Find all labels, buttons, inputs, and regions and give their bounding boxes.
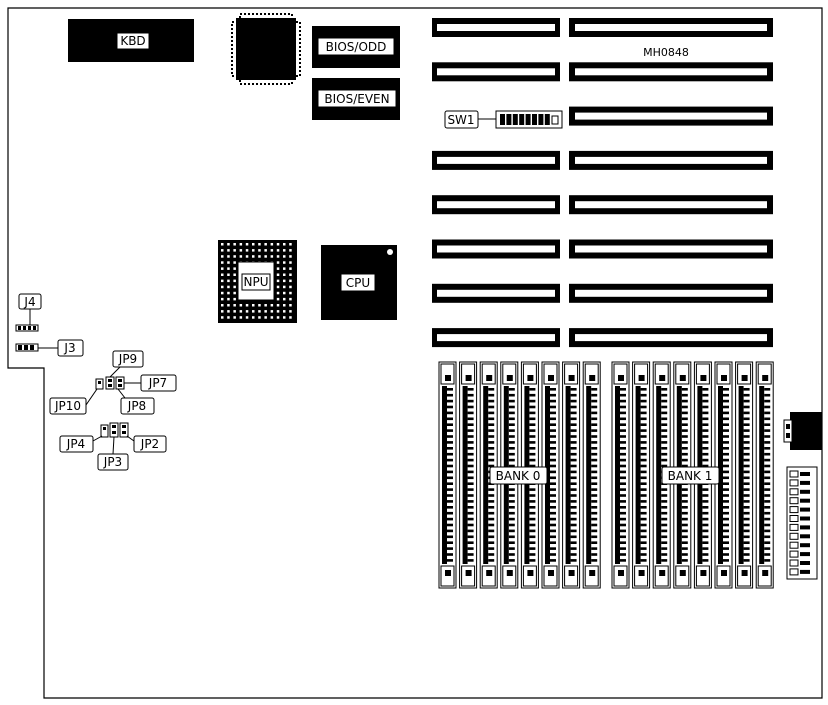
bios-odd-chip: BIOS/ODD — [312, 26, 400, 68]
sw1-switch — [525, 114, 531, 125]
jp10-label: JP10 — [54, 399, 81, 413]
jumper-group-lower: JP4 JP2 JP3 — [59, 422, 167, 471]
simm-socket — [582, 361, 601, 589]
simm-socket — [755, 361, 774, 589]
sw1-switch — [538, 114, 544, 125]
chipset-plcc — [231, 13, 301, 85]
j4-label: J4 — [23, 295, 35, 309]
keyboard-din-connector — [783, 412, 822, 450]
sw1-switch — [500, 114, 505, 125]
bank1-label: BANK 1 — [668, 469, 713, 483]
sw1-switch — [519, 114, 525, 125]
expansion-slots — [432, 18, 773, 348]
jp3-label: JP3 — [103, 455, 122, 469]
simm-socket — [632, 361, 651, 589]
bios-even-label: BIOS/EVEN — [324, 92, 389, 106]
j3-label: J3 — [63, 341, 75, 355]
power-connector — [786, 466, 818, 580]
npu-socket: NPU — [218, 240, 297, 323]
j3-connector: J3 — [15, 339, 84, 357]
kbd-label: KBD — [120, 34, 145, 48]
jp7-label: JP7 — [148, 376, 167, 390]
bank0-label: BANK 0 — [496, 469, 541, 483]
npu-label: NPU — [244, 275, 269, 289]
simm-socket — [652, 361, 671, 589]
sw1-switch-bank — [500, 114, 559, 125]
jp4-label: JP4 — [66, 437, 85, 451]
bios-even-chip: BIOS/EVEN — [312, 78, 400, 120]
jumper-group-upper: JP9 JP7 JP10 JP8 — [49, 350, 177, 415]
simm-socket — [459, 361, 478, 589]
sw1-switch — [532, 114, 537, 125]
model-code: MH0848 — [643, 46, 689, 59]
simm-socket — [562, 361, 581, 589]
jp8-label: JP8 — [127, 399, 146, 413]
simm-socket — [611, 361, 630, 589]
sw1-switch — [544, 114, 550, 125]
jp2-label: JP2 — [140, 437, 159, 451]
j4-connector: J4 — [15, 293, 42, 332]
sw1-switch — [512, 114, 518, 125]
simm-socket — [438, 361, 457, 589]
jp9-label: JP9 — [118, 352, 137, 366]
cpu-label: CPU — [346, 276, 370, 290]
cpu-chip: CPU — [321, 245, 397, 320]
sw1-label: SW1 — [447, 113, 474, 127]
sw1-switch — [506, 114, 512, 125]
sw1-dip-switch: SW1 — [444, 110, 563, 129]
bios-odd-label: BIOS/ODD — [326, 40, 387, 54]
simm-socket — [735, 361, 754, 589]
kbd-chip: KBD — [68, 19, 194, 62]
